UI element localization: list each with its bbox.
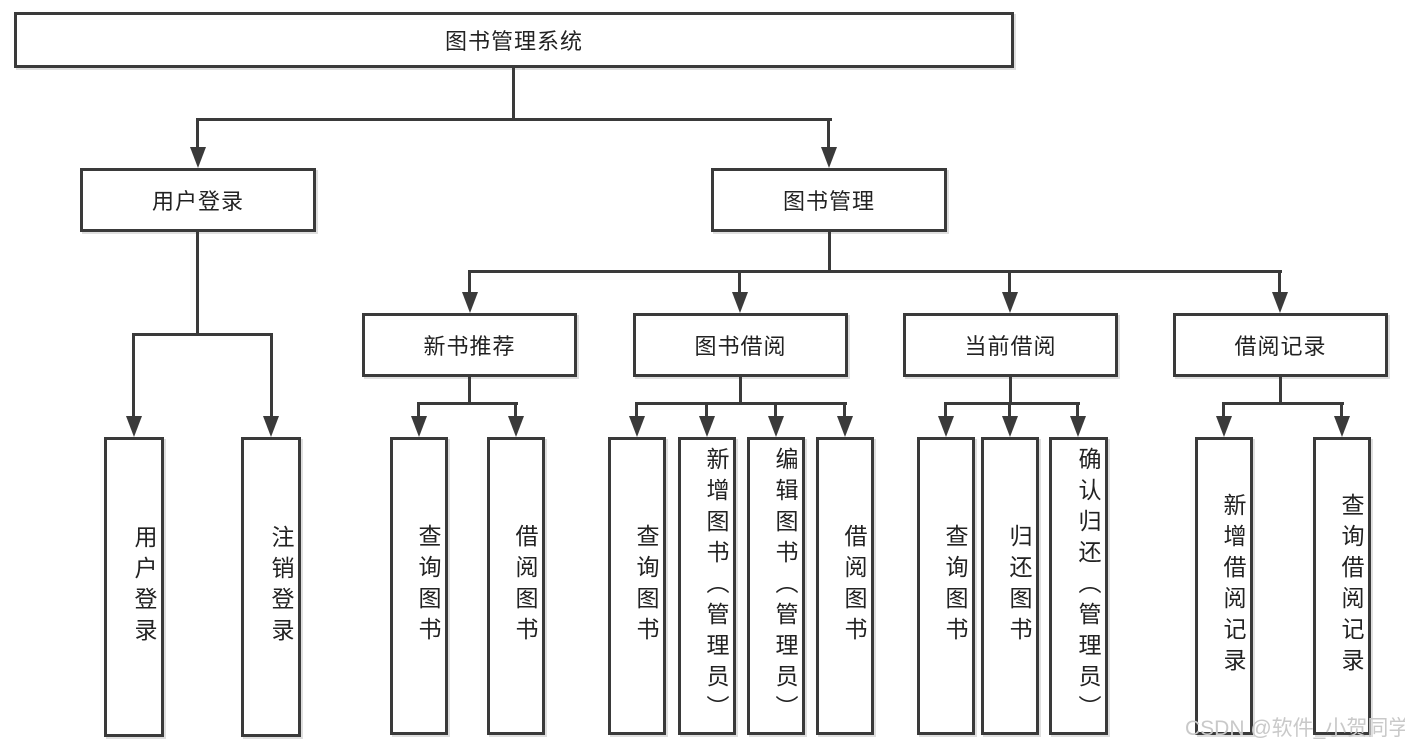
node-label: 借阅图书 (841, 524, 867, 648)
leaf-add-book-admin: 新增图书（管理员） (678, 437, 736, 735)
node-borrowing-records: 借阅记录 (1173, 313, 1388, 377)
connector-line (1008, 402, 1011, 418)
leaf-query-books: 查询图书 (390, 437, 448, 735)
node-label: 查询借阅记录 (1338, 493, 1364, 679)
connector-line (635, 402, 638, 418)
node-label: 查询图书 (942, 524, 968, 648)
connector-line (1223, 402, 1344, 405)
arrow-down-icon (699, 416, 715, 437)
node-user-login: 用户登录 (80, 168, 316, 232)
leaf-borrow-books: 借阅图书 (816, 437, 874, 735)
arrow-down-icon (1070, 416, 1086, 437)
arrow-down-icon (821, 147, 837, 168)
leaf-edit-book-admin: 编辑图书（管理员） (747, 437, 805, 735)
connector-line (1278, 270, 1281, 294)
node-label: 编辑图书（管理员） (772, 446, 798, 726)
connector-line (738, 270, 741, 294)
leaf-return-book: 归还图书 (981, 437, 1039, 735)
connector-line (196, 232, 199, 336)
arrow-down-icon (263, 416, 279, 437)
node-label: 注销登录 (268, 525, 294, 649)
arrow-down-icon (190, 147, 206, 168)
connector-line (1222, 402, 1225, 418)
connector-line (468, 270, 471, 294)
arrow-down-icon (732, 292, 748, 313)
connector-line (1009, 377, 1012, 405)
arrow-down-icon (508, 416, 524, 437)
arrow-down-icon (629, 416, 645, 437)
leaf-confirm-return-admin: 确认归还（管理员） (1049, 437, 1108, 735)
connector-line (636, 402, 847, 405)
connector-line (739, 377, 742, 405)
node-label: 确认归还（管理员） (1075, 446, 1101, 726)
connector-line (196, 118, 199, 148)
csdn-watermark: CSDN @软件_小贺同学 (1185, 717, 1405, 740)
node-current-borrowing: 当前借阅 (903, 313, 1118, 377)
arrow-down-icon (462, 292, 478, 313)
arrow-down-icon (1002, 292, 1018, 313)
connector-line (417, 402, 420, 418)
node-label: 当前借阅 (964, 334, 1057, 359)
connector-line (1279, 377, 1282, 405)
connector-line (512, 66, 515, 120)
node-root-library-system: 图书管理系统 (14, 12, 1014, 68)
connector-line (132, 333, 273, 336)
connector-line (945, 402, 1080, 405)
arrow-down-icon (1272, 292, 1288, 313)
leaf-query-books: 查询图书 (917, 437, 975, 735)
connector-line (270, 333, 273, 418)
connector-line (1008, 270, 1011, 294)
node-label: 借阅图书 (512, 524, 538, 648)
connector-line (469, 270, 1282, 273)
node-label: 归还图书 (1006, 524, 1032, 648)
node-label: 新增图书（管理员） (703, 446, 729, 726)
arrow-down-icon (768, 416, 784, 437)
node-label: 新书推荐 (423, 334, 516, 359)
node-label: 图书管理 (782, 189, 875, 214)
leaf-borrow-books: 借阅图书 (487, 437, 545, 735)
node-label: 新增借阅记录 (1220, 493, 1246, 679)
node-new-book-recommend: 新书推荐 (362, 313, 577, 377)
connector-line (196, 118, 832, 121)
arrow-down-icon (126, 416, 142, 437)
arrow-down-icon (1216, 416, 1232, 437)
connector-line (1340, 402, 1343, 418)
node-book-management: 图书管理 (711, 168, 947, 232)
leaf-query-books: 查询图书 (608, 437, 666, 735)
node-label: 图书管理系统 (444, 29, 583, 54)
arrow-down-icon (837, 416, 853, 437)
connector-line (843, 402, 846, 418)
connector-line (514, 402, 517, 418)
connector-line (132, 333, 135, 418)
node-label: 用户登录 (131, 525, 157, 649)
connector-line (944, 402, 947, 418)
arrow-down-icon (938, 416, 954, 437)
leaf-logout: 注销登录 (241, 437, 301, 737)
connector-line (1076, 402, 1079, 418)
leaf-user-login: 用户登录 (104, 437, 164, 737)
connector-line (827, 118, 830, 148)
connector-line (828, 232, 831, 272)
arrow-down-icon (1002, 416, 1018, 437)
node-book-borrowing: 图书借阅 (633, 313, 848, 377)
leaf-query-borrow-record: 查询借阅记录 (1313, 437, 1371, 735)
arrow-down-icon (1334, 416, 1350, 437)
leaf-add-borrow-record: 新增借阅记录 (1195, 437, 1253, 735)
connector-line (418, 402, 518, 405)
node-label: 查询图书 (415, 524, 441, 648)
node-label: 用户登录 (151, 189, 244, 214)
node-label: 查询图书 (633, 524, 659, 648)
connector-line (774, 402, 777, 418)
connector-line (705, 402, 708, 418)
node-label: 图书借阅 (694, 334, 787, 359)
connector-line (468, 377, 471, 405)
arrow-down-icon (411, 416, 427, 437)
node-label: 借阅记录 (1234, 334, 1327, 359)
